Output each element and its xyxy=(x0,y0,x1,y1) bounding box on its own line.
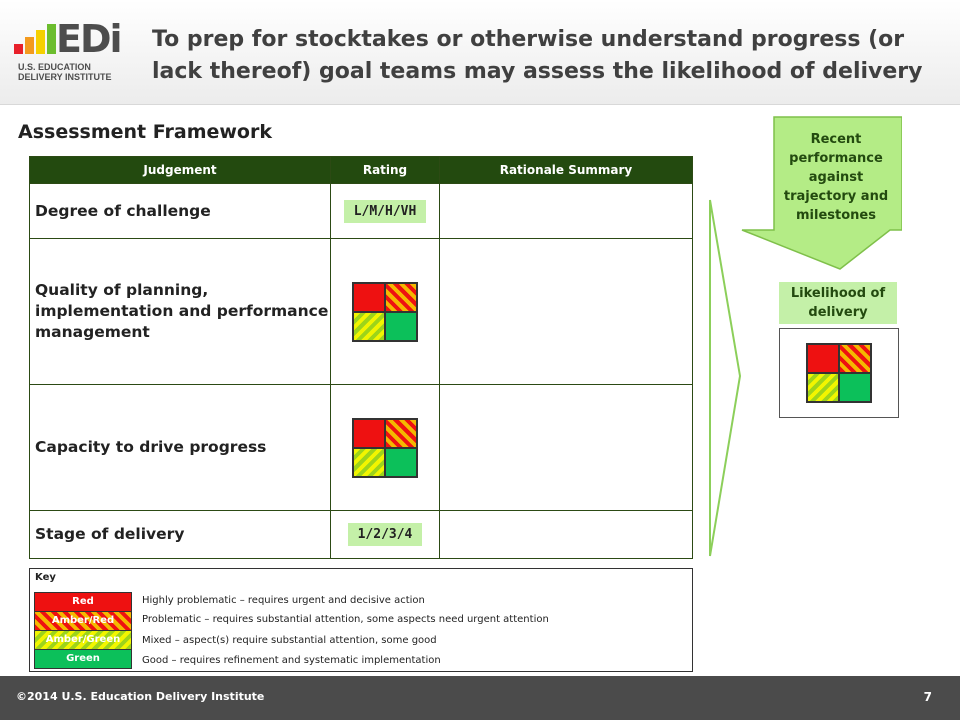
rationale-cell xyxy=(439,510,693,559)
key-desc: Good – requires refinement and systemati… xyxy=(142,655,441,666)
rating-pill: 1/2/3/4 xyxy=(347,523,423,546)
assessment-table: Judgement Rating Rationale Summary Degre… xyxy=(29,156,693,559)
key-swatch-green: Green xyxy=(34,649,132,669)
section-title: Assessment Framework xyxy=(18,121,272,143)
header: EDi U.S. EDUCATION DELIVERY INSTITUTE To… xyxy=(0,0,960,105)
rating-swatch-red xyxy=(353,418,385,448)
rating-grid xyxy=(352,417,418,478)
key-desc: Mixed – aspect(s) require substantial at… xyxy=(142,635,437,646)
down-arrow-icon xyxy=(741,116,902,270)
key-desc: Problematic – requires substantial atten… xyxy=(142,614,549,625)
footer: ©2014 U.S. Education Delivery Institute … xyxy=(0,676,960,720)
table-row: Capacity to drive progress xyxy=(29,384,693,511)
rating-swatch-amber-red xyxy=(385,282,417,312)
judgement-cell: Degree of challenge xyxy=(29,183,331,239)
rating-swatch-green xyxy=(839,373,871,402)
key-legend: Key Red Amber/Red Amber/Green Green High… xyxy=(29,568,693,672)
copyright: ©2014 U.S. Education Delivery Institute xyxy=(16,690,265,703)
page-number: 7 xyxy=(923,690,932,704)
rating-swatch-amber-red xyxy=(839,344,871,373)
rating-swatch-amber-green xyxy=(353,311,385,341)
table-row: Quality of planning, implementation and … xyxy=(29,238,693,385)
edi-logo: EDi U.S. EDUCATION DELIVERY INSTITUTE xyxy=(14,20,124,84)
col-header-rationale: Rationale Summary xyxy=(439,156,693,184)
rationale-cell xyxy=(439,183,693,239)
table-row: Degree of challenge L/M/H/VH xyxy=(29,183,693,239)
key-swatch-amber-red: Amber/Red xyxy=(34,611,132,631)
likelihood-box xyxy=(779,328,899,418)
rating-cell: L/M/H/VH xyxy=(330,183,440,239)
rating-swatch-amber-green xyxy=(807,373,839,402)
likelihood-grid xyxy=(806,343,872,403)
judgement-cell: Quality of planning, implementation and … xyxy=(29,238,331,385)
rating-swatch-red xyxy=(353,282,385,312)
rationale-cell xyxy=(439,384,693,511)
judgement-cell: Stage of delivery xyxy=(29,510,331,559)
rating-cell xyxy=(330,384,440,511)
table-header-row: Judgement Rating Rationale Summary xyxy=(29,156,693,184)
logo-wordmark: EDi xyxy=(56,17,123,61)
table-row: Stage of delivery 1/2/3/4 xyxy=(29,510,693,559)
right-chevron-icon xyxy=(709,199,742,557)
slide-title: To prep for stocktakes or otherwise unde… xyxy=(152,27,923,84)
rating-swatch-red xyxy=(807,344,839,373)
rating-grid xyxy=(352,281,418,342)
key-label: Key xyxy=(35,572,56,583)
logo-subtitle: U.S. EDUCATION DELIVERY INSTITUTE xyxy=(18,62,112,82)
rating-cell xyxy=(330,238,440,385)
col-header-judgement: Judgement xyxy=(29,156,331,184)
rating-swatch-green xyxy=(385,311,417,341)
col-header-rating: Rating xyxy=(330,156,440,184)
judgement-cell: Capacity to drive progress xyxy=(29,384,331,511)
rating-swatch-amber-green xyxy=(353,447,385,477)
key-swatch-amber-green: Amber/Green xyxy=(34,630,132,650)
key-swatch-red: Red xyxy=(34,592,132,612)
likelihood-label: Likelihood of delivery xyxy=(779,282,897,324)
rating-pill: L/M/H/VH xyxy=(343,199,427,223)
arrow-text: Recent performance against trajectory an… xyxy=(783,132,889,223)
rationale-cell xyxy=(439,238,693,385)
rating-cell: 1/2/3/4 xyxy=(330,510,440,559)
rating-swatch-green xyxy=(385,447,417,477)
key-desc: Highly problematic – requires urgent and… xyxy=(142,595,425,606)
rating-swatch-amber-red xyxy=(385,418,417,448)
logo-bars-icon xyxy=(14,24,58,54)
